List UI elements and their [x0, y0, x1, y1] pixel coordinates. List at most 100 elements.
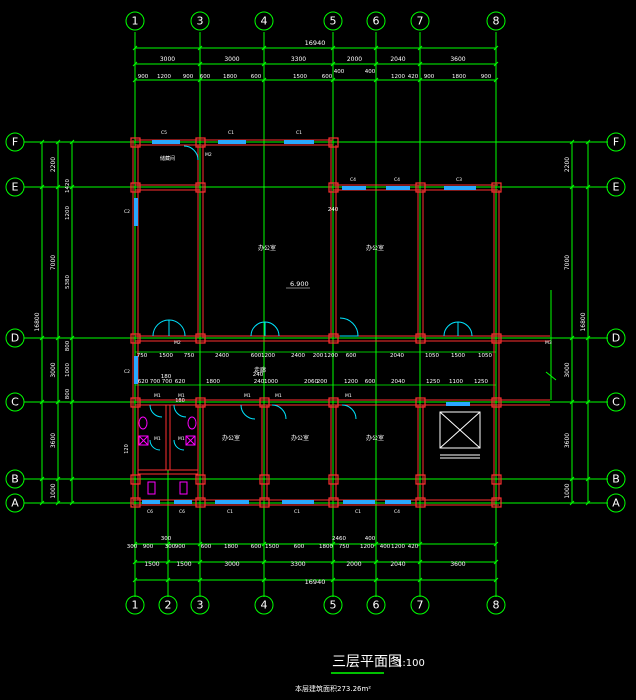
- room-label: 走廊: [254, 366, 266, 374]
- dimension-tick: [417, 77, 423, 83]
- axis-labels-bottom: 1 2 3 4 5 6 7 8: [132, 599, 500, 612]
- tag: M1: [345, 393, 352, 399]
- window: [386, 186, 410, 190]
- column: [195, 182, 206, 193]
- dimension-tick: [39, 139, 45, 145]
- column: [130, 182, 141, 193]
- column: [130, 474, 141, 485]
- dimension-tick: [261, 577, 267, 583]
- tag: M3: [545, 340, 552, 346]
- dimension-text: 300: [161, 536, 172, 542]
- dimension-tick: [585, 500, 591, 506]
- dimension-tick: [417, 45, 423, 51]
- window: [343, 500, 375, 504]
- column: [415, 474, 426, 485]
- axis-label-bottom: 6: [373, 599, 380, 612]
- axis-label-bottom: 2: [165, 599, 172, 612]
- dimension-text: 2040: [390, 353, 404, 359]
- window: [215, 500, 249, 504]
- tag: M1: [178, 393, 185, 399]
- column: [328, 497, 339, 508]
- dimension-tick: [569, 335, 575, 341]
- column: [130, 397, 141, 408]
- axis-label-right: E: [613, 181, 620, 194]
- dimension-text: 240: [254, 379, 265, 385]
- bubble-right-B: [606, 469, 626, 489]
- dimension-text: 700: [150, 379, 161, 385]
- window: [134, 198, 138, 226]
- dimension-tick: [165, 559, 171, 565]
- dimension-tick: [69, 335, 75, 341]
- dimension-text: 420: [408, 544, 419, 550]
- sink-fixture: [138, 435, 149, 446]
- dimension-text: 600: [294, 544, 305, 550]
- dimension-tick: [132, 577, 138, 583]
- dimension-tick: [55, 399, 61, 405]
- dimension-text: 1000: [564, 483, 571, 498]
- shaft-diagonal: [439, 411, 481, 449]
- dimension-tick: [569, 139, 575, 145]
- dimension-text: 620: [175, 379, 186, 385]
- column: [259, 497, 270, 508]
- drawing-title: 三层平面图: [332, 654, 402, 670]
- dimension-tick: [132, 45, 138, 51]
- break-mark: [545, 371, 557, 381]
- dimension-text: 3300: [290, 561, 305, 568]
- windows: [134, 140, 476, 504]
- dimension-text: 1200: [261, 353, 275, 359]
- tag: M2: [205, 152, 212, 158]
- dimension-text: 900: [175, 544, 186, 550]
- dimension-text: 1800: [223, 74, 237, 80]
- bubble-bottom-4: [254, 595, 274, 615]
- dimension-tick: [330, 577, 336, 583]
- dimension-text: 400: [365, 536, 376, 542]
- dimension-tick: [197, 61, 203, 67]
- dimension-text: 5380: [65, 275, 71, 289]
- dimension-text: 800: [65, 388, 71, 399]
- dimension-text: 240: [328, 207, 339, 213]
- tag: C5: [161, 130, 167, 136]
- dimension-text: 900: [424, 74, 435, 80]
- dimension-text: 1500: [293, 74, 307, 80]
- door: [173, 439, 185, 451]
- window: [385, 500, 411, 504]
- dimension-text: 1000: [65, 363, 71, 377]
- bubble-bottom-8: [486, 595, 506, 615]
- tag: C1: [294, 509, 300, 515]
- door: [341, 404, 357, 420]
- column: [328, 397, 339, 408]
- dimension-tick: [330, 77, 336, 83]
- dimension-tick: [585, 399, 591, 405]
- dimension-text: 2200: [564, 157, 571, 172]
- axis-label-bottom: 1: [132, 599, 139, 612]
- door: [240, 404, 256, 420]
- dimension-tick: [373, 61, 379, 67]
- dimension-text: 1800: [224, 544, 238, 550]
- dimension-tick: [585, 335, 591, 341]
- column: [491, 497, 502, 508]
- dimension-text: 1500: [144, 561, 159, 568]
- dimension-text: 620: [138, 379, 149, 385]
- dimension-tick: [165, 541, 171, 547]
- tag: C4: [394, 509, 400, 515]
- axis-label-top: 1: [132, 15, 139, 28]
- tag: C1: [228, 130, 234, 136]
- dimension-text: 800: [65, 340, 71, 351]
- dimension-text: 3000: [224, 561, 239, 568]
- door: [152, 319, 170, 337]
- fixture-line: [138, 435, 149, 446]
- door: [264, 321, 280, 337]
- tag: C3: [456, 177, 462, 183]
- door: [149, 439, 161, 451]
- section-marks: [545, 290, 557, 400]
- dimension-text: 2000: [347, 56, 362, 63]
- dimension-text: 1050: [425, 353, 439, 359]
- dimension-text: 1800: [319, 544, 333, 550]
- column: [130, 137, 141, 148]
- bubble-bottom-5: [323, 595, 343, 615]
- dimension-tick: [55, 335, 61, 341]
- axis-labels-rows: F E D C B A F E D C B A: [11, 136, 620, 510]
- tag: C6: [179, 509, 185, 515]
- door: [339, 317, 359, 337]
